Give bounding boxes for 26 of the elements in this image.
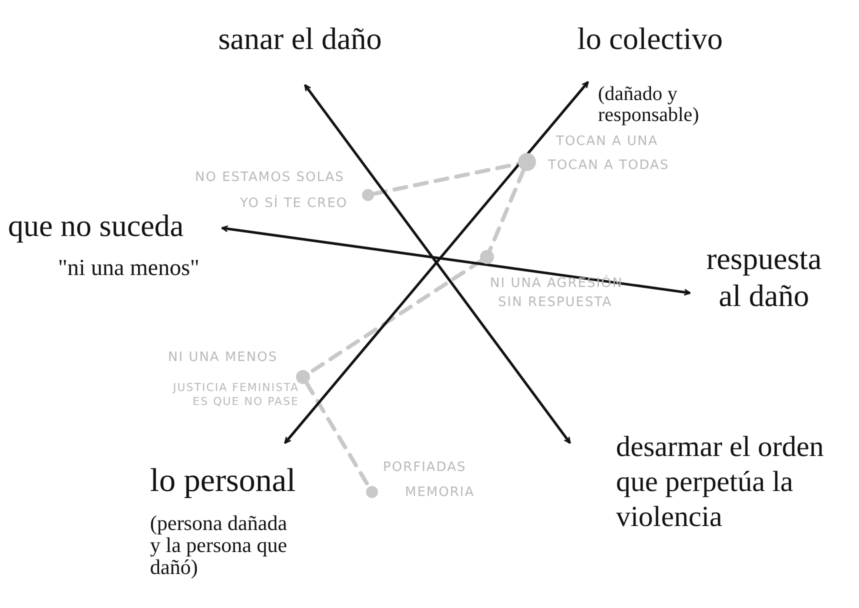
axis-label: respuesta al daño [705, 240, 823, 314]
axis-label: lo colectivo [576, 20, 724, 58]
axis-label: desarmar el orden que perpetúa la violencia [616, 430, 825, 534]
axis-label: (persona dañada y la persona que dañó) [150, 512, 288, 578]
data-point [518, 153, 536, 171]
point-label: SIN RESPUESTA [498, 295, 612, 312]
point-label: NI UNA AGRESIÓN [490, 276, 623, 293]
axis-label: "ni una menos" [58, 254, 200, 282]
point-label: TOCAN A TODAS [548, 158, 670, 175]
point-label: MEMORIA [405, 485, 475, 502]
axis-label: que no suceda [8, 207, 185, 244]
data-point [296, 370, 310, 384]
axis-label: sanar el daño [217, 20, 383, 58]
point-label: JUSTICIA FEMINISTA ES QUE NO PASE [172, 381, 299, 410]
axis-label: lo personal [150, 462, 297, 501]
data-point [362, 189, 374, 201]
data-point [480, 250, 494, 264]
dashed-connector [488, 168, 526, 253]
point-label: TOCAN A UNA [556, 134, 658, 151]
dashed-connector [372, 162, 520, 196]
axis-label: (dañado y responsable) [598, 84, 700, 126]
point-label: NI UNA MENOS [168, 350, 278, 367]
point-label: YO SÍ TE CREO [240, 196, 348, 213]
data-point [366, 486, 378, 498]
point-label: NO ESTAMOS SOLAS [195, 170, 344, 187]
point-label: PORFIADAS [383, 460, 466, 477]
